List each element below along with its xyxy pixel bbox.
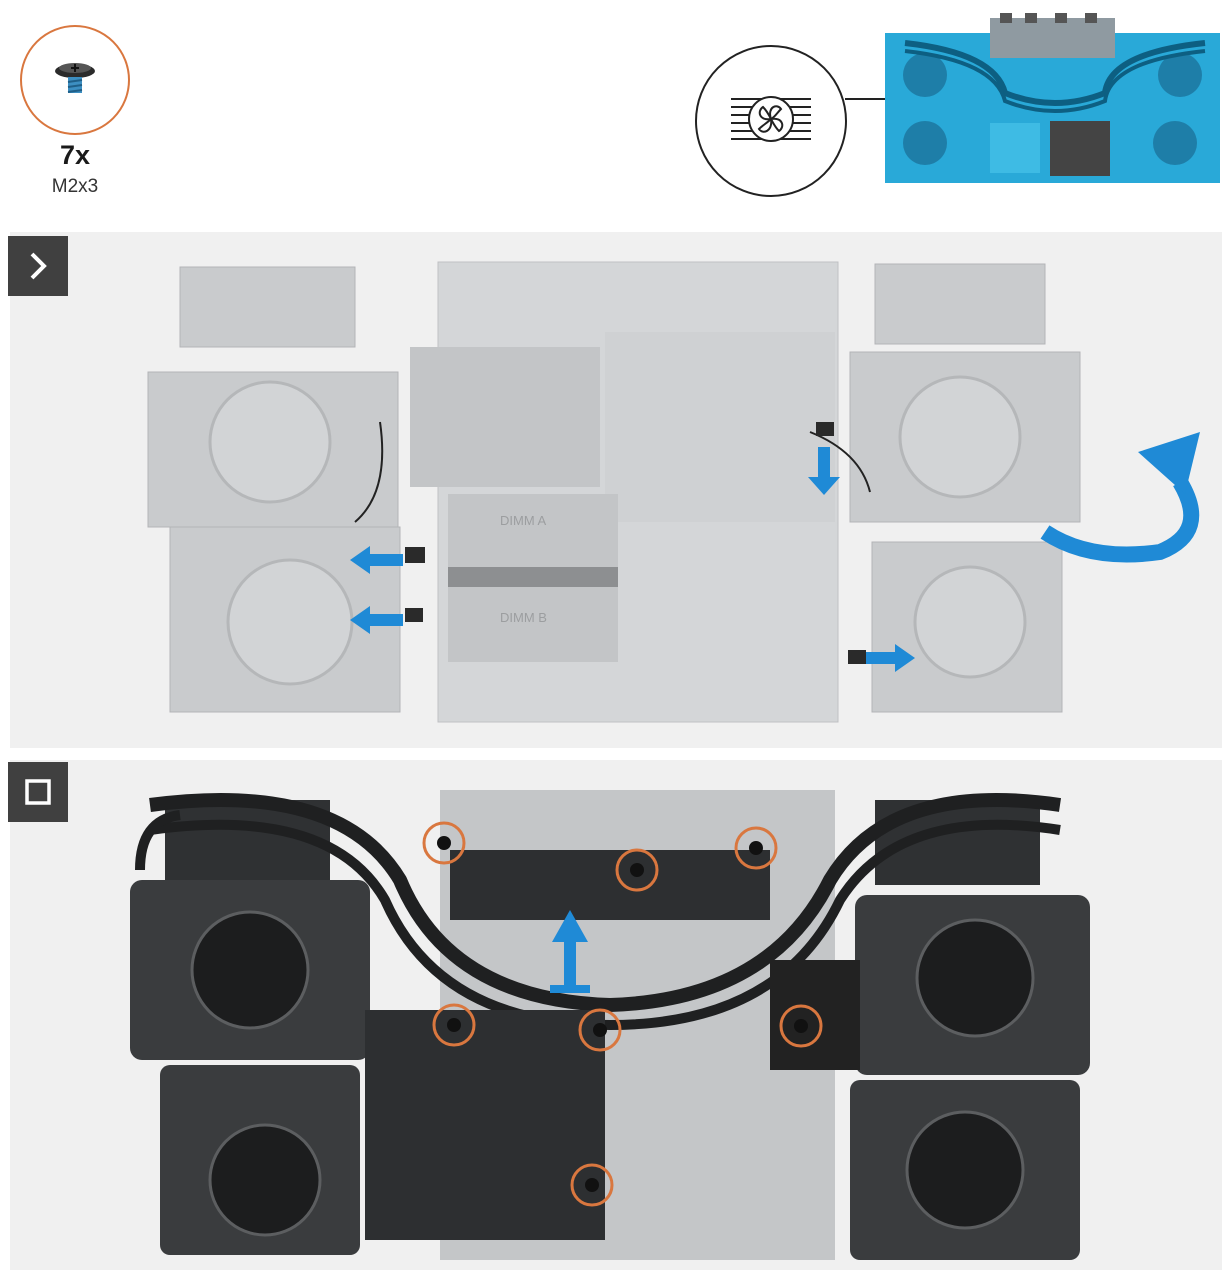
heat-pipes — [135, 793, 1062, 1031]
screw-highlights — [422, 821, 823, 1207]
fan-cable — [354, 421, 384, 523]
step-2-illustration — [130, 790, 1090, 1260]
fan-icon — [913, 565, 1027, 679]
arrow-left-icon — [350, 606, 403, 634]
screw-circle — [615, 848, 659, 892]
cold-plate — [365, 1010, 605, 1240]
step-1-illustration: DIMM A DIMM B — [147, 261, 1200, 723]
dimm-slot-b — [448, 582, 618, 662]
cold-plate — [450, 850, 770, 920]
arrow-right-icon — [865, 644, 915, 672]
shield-cover — [410, 347, 600, 487]
fan-icon — [905, 1110, 1025, 1230]
fan-heatsink-icon — [695, 45, 847, 197]
screw-circle — [578, 1008, 622, 1052]
dimm-b-label: DIMM B — [500, 610, 547, 625]
screw-circle — [432, 1003, 476, 1047]
connectors — [405, 422, 866, 664]
screw-heads — [437, 836, 808, 1192]
screw-callout-circle — [20, 25, 130, 135]
fan-icon — [190, 910, 310, 1030]
screw-icon — [55, 63, 95, 93]
fan-icon — [208, 1123, 322, 1237]
fan-icon — [915, 918, 1035, 1038]
flip-over-icon — [1040, 432, 1200, 563]
screw-count-label: 7x — [59, 140, 91, 170]
screw-circle — [570, 1163, 614, 1207]
dimm-slot-a — [448, 494, 618, 574]
dimm-separator — [448, 567, 618, 587]
arrow-left-icon — [350, 546, 403, 574]
screw-circle — [779, 1004, 823, 1048]
screw-circle — [422, 821, 466, 865]
screw-size-label: M2x3 — [51, 176, 99, 197]
fan-icon — [208, 380, 332, 504]
arrow-down-icon — [808, 447, 840, 495]
shield-cover — [605, 332, 835, 522]
lift-arrow-icon — [550, 910, 590, 993]
square-stop-icon — [8, 762, 68, 822]
dimm-a-label: DIMM A — [500, 513, 547, 528]
chevron-right-icon — [8, 236, 68, 296]
fan-cable — [809, 431, 871, 493]
fan-icon — [226, 558, 354, 686]
disconnect-arrows — [350, 447, 915, 672]
fan-icon — [898, 375, 1022, 499]
screw-circle — [734, 826, 778, 870]
highlighted-heatsink-thumbnail — [885, 13, 1220, 183]
